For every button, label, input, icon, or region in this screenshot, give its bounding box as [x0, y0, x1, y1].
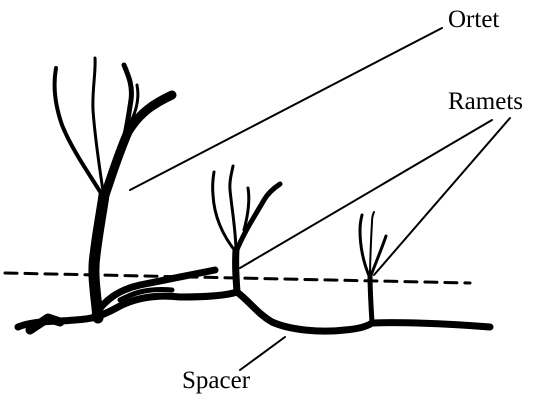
ortet-stem-a: [52, 66, 106, 200]
ramet2-stem-b: [369, 211, 375, 279]
ramet1-stem-a: [211, 170, 238, 254]
spacer-leader: [239, 336, 286, 371]
rhizome: [14, 288, 494, 335]
ortet-stem-c: [99, 90, 177, 203]
ramets-leader-2: [373, 117, 511, 276]
ortet-stem-e: [123, 83, 140, 132]
ramets-leader-1: [239, 119, 493, 269]
ramets-label: Ramets: [448, 88, 523, 115]
ramet1-trunk: [232, 246, 241, 296]
spacer-label: Spacer: [182, 367, 251, 394]
ramet2-stem-c: [368, 234, 388, 280]
ramet1-stem-c: [233, 181, 283, 255]
ortet-stem-b: [91, 56, 106, 200]
root-left-fragment: [25, 313, 65, 335]
ortet-trunk: [88, 189, 110, 324]
soil-surface-dashed: [3, 271, 472, 285]
ortet-stem-d: [115, 62, 134, 163]
ramet1-stem-d: [242, 186, 251, 232]
root-branch-2: [117, 287, 175, 303]
ortet-leader: [129, 27, 443, 191]
ortet-label: Ortet: [448, 6, 500, 33]
root-branch: [91, 266, 219, 319]
ramet1-stem-b: [228, 164, 238, 254]
ramet2-stem-a: [358, 213, 372, 280]
